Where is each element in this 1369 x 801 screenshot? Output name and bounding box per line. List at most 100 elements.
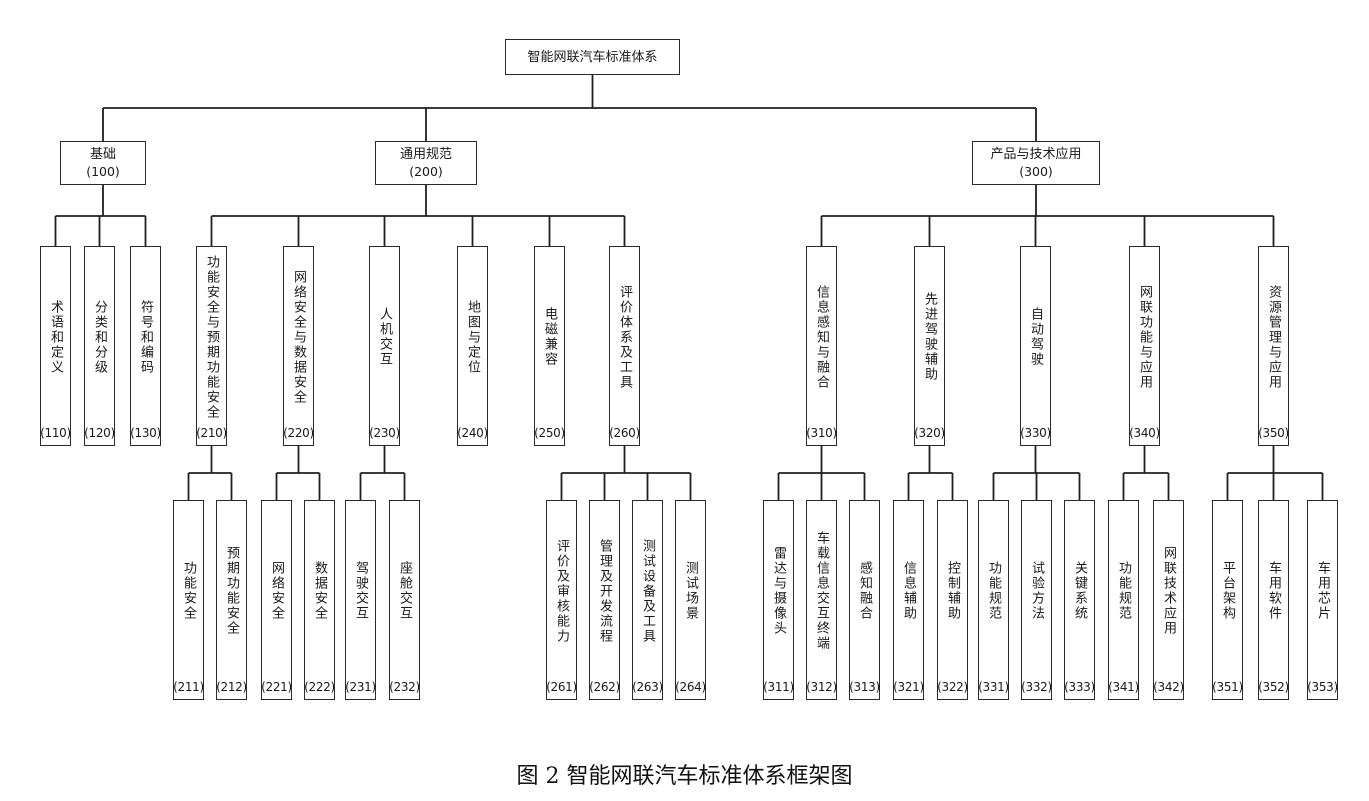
node-label: 智能网联汽车标准体系 — [527, 49, 658, 65]
node-code: (333) — [1064, 680, 1095, 694]
node-label: 通用规范 — [399, 147, 452, 162]
node-label: 信息辅助 — [901, 561, 916, 621]
node-code: (220) — [283, 426, 314, 440]
node-261: 评价及审核能力 (261) — [546, 500, 577, 700]
node-code: (212) — [216, 680, 247, 694]
node-label: 基础 — [89, 147, 116, 162]
node-label: 关键系统 — [1072, 561, 1087, 621]
node-label: 车载信息交互终端 — [814, 531, 829, 651]
node-label: 感知融合 — [857, 561, 872, 621]
node-code: (350) — [1258, 426, 1289, 440]
node-label: 自动驾驶 — [1028, 307, 1043, 367]
node-code: (331) — [978, 680, 1009, 694]
node-code: (262) — [589, 680, 620, 694]
node-label: 平台架构 — [1220, 561, 1235, 621]
node-260: 评价体系及工具 (260) — [609, 246, 640, 446]
node-label: 评价及审核能力 — [554, 538, 569, 644]
node-label: 分类和分级 — [92, 299, 107, 375]
node-label: 电磁兼容 — [542, 307, 557, 367]
node-label: 试验方法 — [1029, 561, 1044, 621]
node-code: (263) — [632, 680, 663, 694]
node-313: 感知融合 (313) — [849, 500, 880, 700]
node-code: (200) — [409, 164, 443, 179]
node-code: (232) — [389, 680, 420, 694]
node-label: 车用软件 — [1266, 561, 1281, 621]
node-label: 功能规范 — [1116, 561, 1131, 621]
node-code: (321) — [893, 680, 924, 694]
node-code: (264) — [675, 680, 706, 694]
node-341: 功能规范 (341) — [1108, 500, 1139, 700]
node-code: (300) — [1019, 164, 1053, 179]
node-340: 网联功能与应用 (340) — [1129, 246, 1160, 446]
node-code: (230) — [369, 426, 400, 440]
node-code: (312) — [806, 680, 837, 694]
node-312: 车载信息交互终端 (312) — [806, 500, 837, 700]
node-label: 测试设备及工具 — [640, 538, 655, 644]
node-code: (313) — [849, 680, 880, 694]
node-110: 术语和定义(110) — [40, 246, 71, 446]
node-label: 评价体系及工具 — [617, 284, 632, 390]
node-code: (211) — [173, 680, 204, 694]
node-code: (340) — [1129, 426, 1160, 440]
node-label: 驾驶交互 — [353, 561, 368, 621]
node-code: (210) — [196, 426, 227, 440]
node-label: 座舱交互 — [397, 561, 412, 621]
node-label: 资源管理与应用 — [1266, 284, 1281, 390]
node-code: (311) — [763, 680, 794, 694]
node-231: 驾驶交互 (231) — [345, 500, 376, 700]
node-label: 网络安全 — [269, 561, 284, 621]
node-code: (352) — [1258, 680, 1289, 694]
node-code: (250) — [534, 426, 565, 440]
node-code: (322) — [937, 680, 968, 694]
node-333: 关键系统 (333) — [1064, 500, 1095, 700]
node-code: (231) — [345, 680, 376, 694]
node-label: 信息感知与融合 — [814, 284, 829, 390]
node-code: (260) — [609, 426, 640, 440]
node-code: (341) — [1108, 680, 1139, 694]
node-code: (261) — [546, 680, 577, 694]
node-250: 电磁兼容 (250) — [534, 246, 565, 446]
figure-caption: 图 2 智能网联汽车标准体系框架图 — [516, 764, 853, 789]
node-label: 网联功能与应用 — [1137, 284, 1152, 390]
node-label: 数据安全 — [312, 561, 327, 621]
node-210: 功能安全与预期功能安全 (210) — [196, 246, 227, 446]
node-label: 先进驾驶辅助 — [922, 292, 937, 382]
node-331: 功能规范(331) — [978, 500, 1009, 700]
node-code: (222) — [304, 680, 335, 694]
node-120: 分类和分级 (120) — [84, 246, 115, 446]
node-code: (240) — [457, 426, 488, 440]
node-320: 先进驾驶辅助(320) — [914, 246, 945, 446]
node-label: 管理及开发流程 — [597, 538, 612, 644]
node-label: 术语和定义 — [48, 299, 63, 375]
node-code: (353) — [1307, 680, 1338, 694]
node-351: 平台架构(351) — [1212, 500, 1243, 700]
node-263: 测试设备及工具 (263) — [632, 500, 663, 700]
node-label: 车用芯片 — [1315, 561, 1330, 621]
node-label: 产品与技术应用 — [990, 147, 1082, 162]
node-label: 功能安全 — [181, 561, 196, 621]
node-label: 网络安全与数据安全 — [291, 269, 306, 405]
node-262: 管理及开发流程 (262) — [589, 500, 620, 700]
node-353: 车用芯片 (353) — [1307, 500, 1338, 700]
node-code: (221) — [261, 680, 292, 694]
node-label: 功能安全与预期功能安全 — [204, 254, 219, 420]
node-130: 符号和编码(130) — [130, 246, 161, 446]
node-332: 试验方法 (332) — [1021, 500, 1052, 700]
node-code: (330) — [1020, 426, 1051, 440]
node-211: 功能安全 (211) — [173, 500, 204, 700]
node-label: 预期功能安全 — [224, 546, 239, 636]
node-100: 基础(100) — [60, 141, 146, 185]
node-code: (130) — [130, 426, 161, 440]
node-264: 测试场景(264) — [675, 500, 706, 700]
node-350: 资源管理与应用 (350) — [1258, 246, 1289, 446]
node-310: 信息感知与融合(310) — [806, 246, 837, 446]
node-230: 人机交互(230) — [369, 246, 400, 446]
node-352: 车用软件 (352) — [1258, 500, 1289, 700]
node-240: 地图与定位(240) — [457, 246, 488, 446]
node-code: (120) — [84, 426, 115, 440]
node-222: 数据安全 (222) — [304, 500, 335, 700]
node-311: 雷达与摄像头(311) — [763, 500, 794, 700]
node-code: (332) — [1021, 680, 1052, 694]
